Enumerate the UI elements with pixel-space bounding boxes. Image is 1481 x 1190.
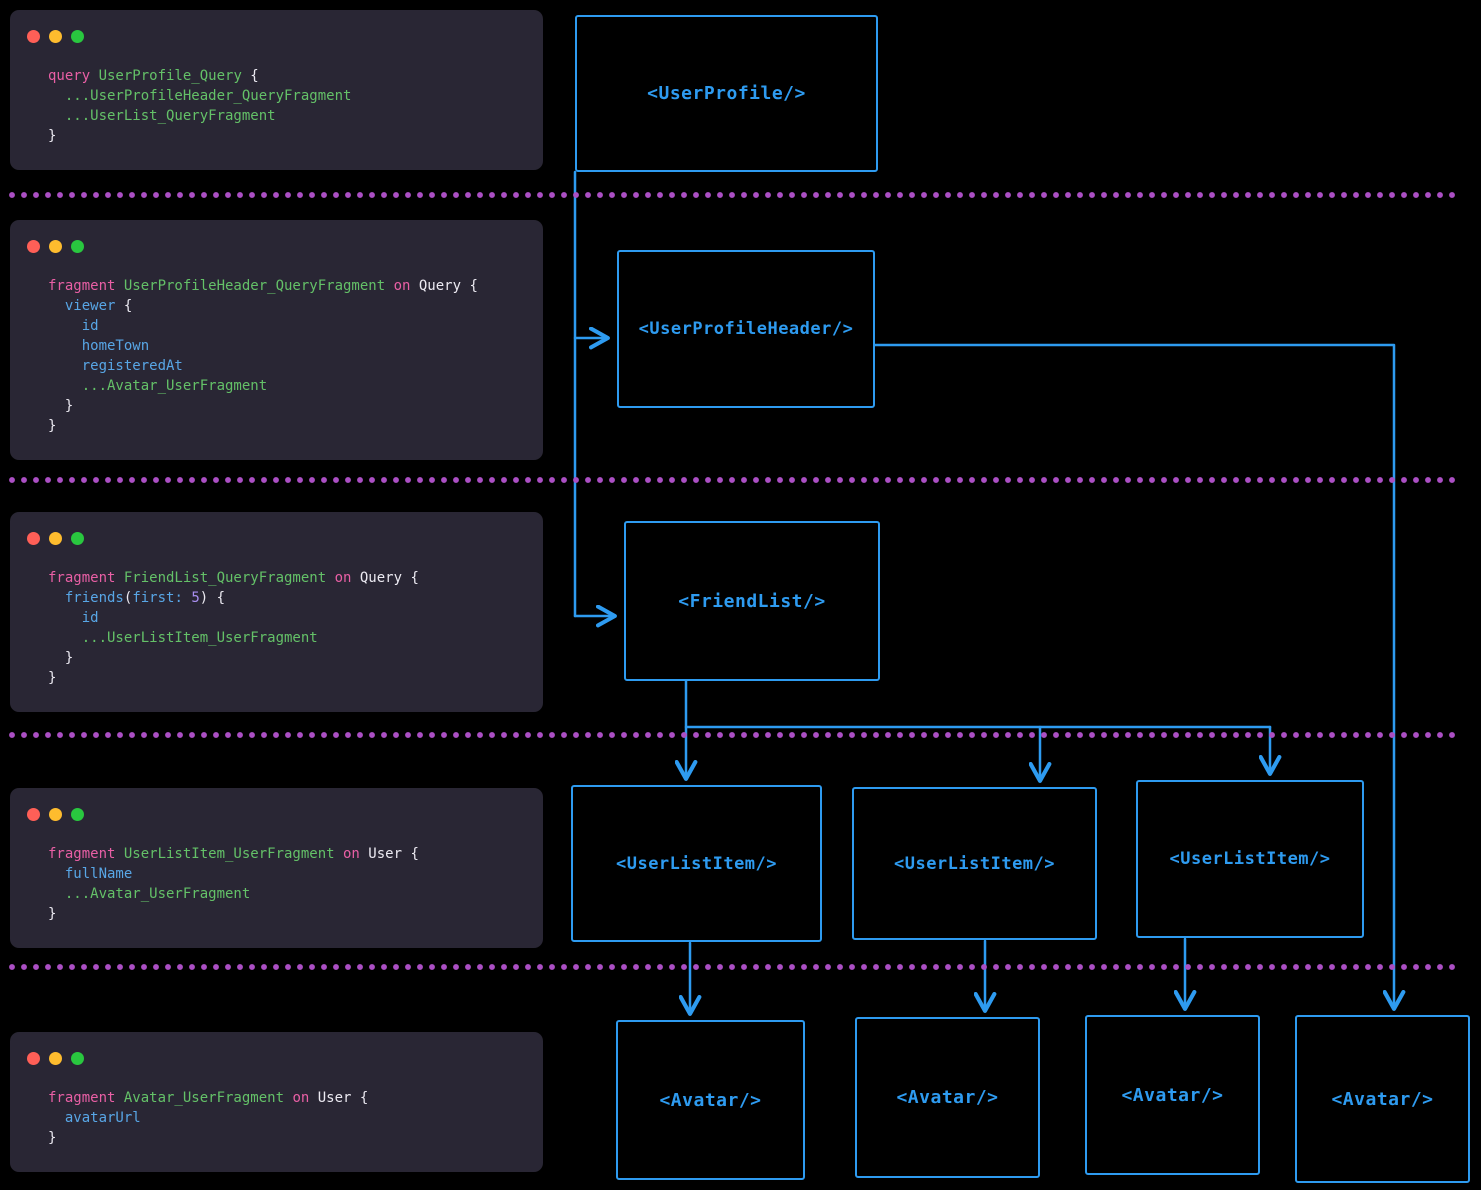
- component-label-avatar-2: <Avatar/>: [896, 1087, 999, 1108]
- component-label-user-profile: <UserProfile/>: [647, 83, 806, 104]
- minimize-button-icon: [49, 1052, 62, 1065]
- component-label-user-list-item-1: <UserListItem/>: [615, 853, 778, 874]
- component-label-user-profile-header: <UserProfileHeader/>: [638, 319, 854, 339]
- minimize-button-icon: [49, 532, 62, 545]
- code-panel-avatar-fragment: fragment Avatar_UserFragment on User { a…: [10, 1032, 543, 1172]
- component-box-avatar-4: <Avatar/>: [1295, 1015, 1470, 1183]
- component-box-user-profile-header: <UserProfileHeader/>: [617, 250, 875, 408]
- minimize-button-icon: [49, 240, 62, 253]
- component-label-user-list-item-2: <UserListItem/>: [893, 853, 1056, 874]
- window-controls: [10, 1052, 543, 1065]
- component-label-avatar-3: <Avatar/>: [1121, 1084, 1224, 1106]
- zoom-button-icon: [71, 30, 84, 43]
- component-box-friend-list: <FriendList/>: [624, 521, 880, 681]
- code-block-friendlist-fragment: fragment FriendList_QueryFragment on Que…: [48, 570, 419, 686]
- component-box-user-profile: <UserProfile/>: [575, 15, 878, 172]
- arrow-friendlist-bus: [684, 679, 1272, 729]
- component-label-user-list-item-3: <UserListItem/>: [1169, 849, 1331, 869]
- code-panel-friendlist-fragment: fragment FriendList_QueryFragment on Que…: [10, 512, 543, 712]
- code-block-avatar-fragment: fragment Avatar_UserFragment on User { a…: [48, 1090, 369, 1146]
- component-box-user-list-item-3: <UserListItem/>: [1136, 780, 1364, 938]
- zoom-button-icon: [71, 808, 84, 821]
- code-panel-userprofileheader-fragment: fragment UserProfileHeader_QueryFragment…: [10, 220, 543, 460]
- minimize-button-icon: [49, 30, 62, 43]
- close-button-icon: [27, 1052, 40, 1065]
- separator-dotted-2: [8, 476, 1460, 484]
- close-button-icon: [27, 808, 40, 821]
- window-controls: [10, 30, 543, 43]
- component-label-friend-list: <FriendList/>: [678, 590, 826, 612]
- component-label-avatar-1: <Avatar/>: [659, 1089, 762, 1111]
- component-box-avatar-1: <Avatar/>: [616, 1020, 805, 1180]
- separator-dotted-4: [8, 963, 1460, 971]
- code-block-query: query UserProfile_Query { ...UserProfile…: [48, 68, 352, 144]
- code-block-userlistitem-fragment: fragment UserListItem_UserFragment on Us…: [48, 846, 419, 922]
- code-panel-query: query UserProfile_Query { ...UserProfile…: [10, 10, 543, 170]
- window-controls: [10, 532, 543, 545]
- component-box-avatar-2: <Avatar/>: [855, 1017, 1040, 1178]
- zoom-button-icon: [71, 1052, 84, 1065]
- window-controls: [10, 240, 543, 253]
- code-block-userprofileheader-fragment: fragment UserProfileHeader_QueryFragment…: [48, 278, 478, 434]
- close-button-icon: [27, 240, 40, 253]
- zoom-button-icon: [71, 532, 84, 545]
- component-box-user-list-item-1: <UserListItem/>: [571, 785, 822, 942]
- close-button-icon: [27, 30, 40, 43]
- close-button-icon: [27, 532, 40, 545]
- component-box-user-list-item-2: <UserListItem/>: [852, 787, 1097, 940]
- separator-dotted-1: [8, 191, 1460, 199]
- component-label-avatar-4: <Avatar/>: [1331, 1088, 1434, 1110]
- component-box-avatar-3: <Avatar/>: [1085, 1015, 1260, 1175]
- separator-dotted-3: [8, 731, 1460, 739]
- zoom-button-icon: [71, 240, 84, 253]
- minimize-button-icon: [49, 808, 62, 821]
- code-panel-userlistitem-fragment: fragment UserListItem_UserFragment on Us…: [10, 788, 543, 948]
- window-controls: [10, 808, 543, 821]
